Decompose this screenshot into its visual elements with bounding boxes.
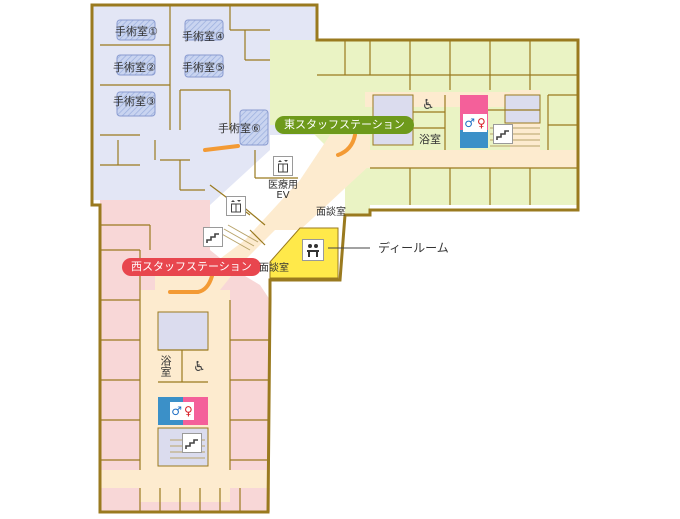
wheelchair-icon: ♿: [193, 359, 206, 375]
wheelchair-icon: ♿: [422, 97, 435, 113]
stairs-icon: [182, 433, 202, 453]
operating-rooms: [116, 19, 269, 146]
toilet-west: ♂♀: [170, 402, 194, 420]
station-counters: [168, 133, 357, 294]
female-toilet-icon: ♀: [183, 404, 193, 418]
stairs-icon: [493, 124, 513, 144]
elevator-icon: [226, 196, 246, 216]
dayroom-icon: [302, 239, 324, 261]
toilet-east: ♂♀: [463, 114, 487, 132]
male-toilet-icon: ♂: [171, 404, 182, 418]
bath-west-label: 浴室: [159, 355, 172, 377]
elevator-icon: [273, 156, 293, 176]
medical-ev-label: 医療用 EV: [268, 180, 298, 201]
operating-room-3-label: 手術室③: [113, 95, 156, 108]
female-toilet-icon: ♀: [476, 116, 486, 130]
stairs-icon: [203, 227, 223, 247]
west-staff-station: 西スタッフステーション: [122, 258, 261, 277]
interview-room-north-label: 面談室: [316, 207, 346, 218]
operating-room-4-label: 手術室④: [182, 30, 225, 43]
operating-room-6-label: 手術室⑥: [218, 122, 261, 135]
east-staff-station: 東スタッフステーション: [275, 116, 414, 135]
bath-east-label: 浴室: [419, 133, 441, 146]
operating-room-2-label: 手術室②: [113, 61, 156, 74]
male-toilet-icon: ♂: [464, 116, 475, 130]
interview-room-south-label: 面談室: [259, 263, 289, 274]
operating-room-5-label: 手術室⑤: [182, 61, 225, 74]
dayroom-callout-label: ディールーム: [378, 241, 449, 255]
operating-room-1-label: 手術室①: [115, 25, 158, 38]
toilet-east-blue: [460, 130, 488, 148]
